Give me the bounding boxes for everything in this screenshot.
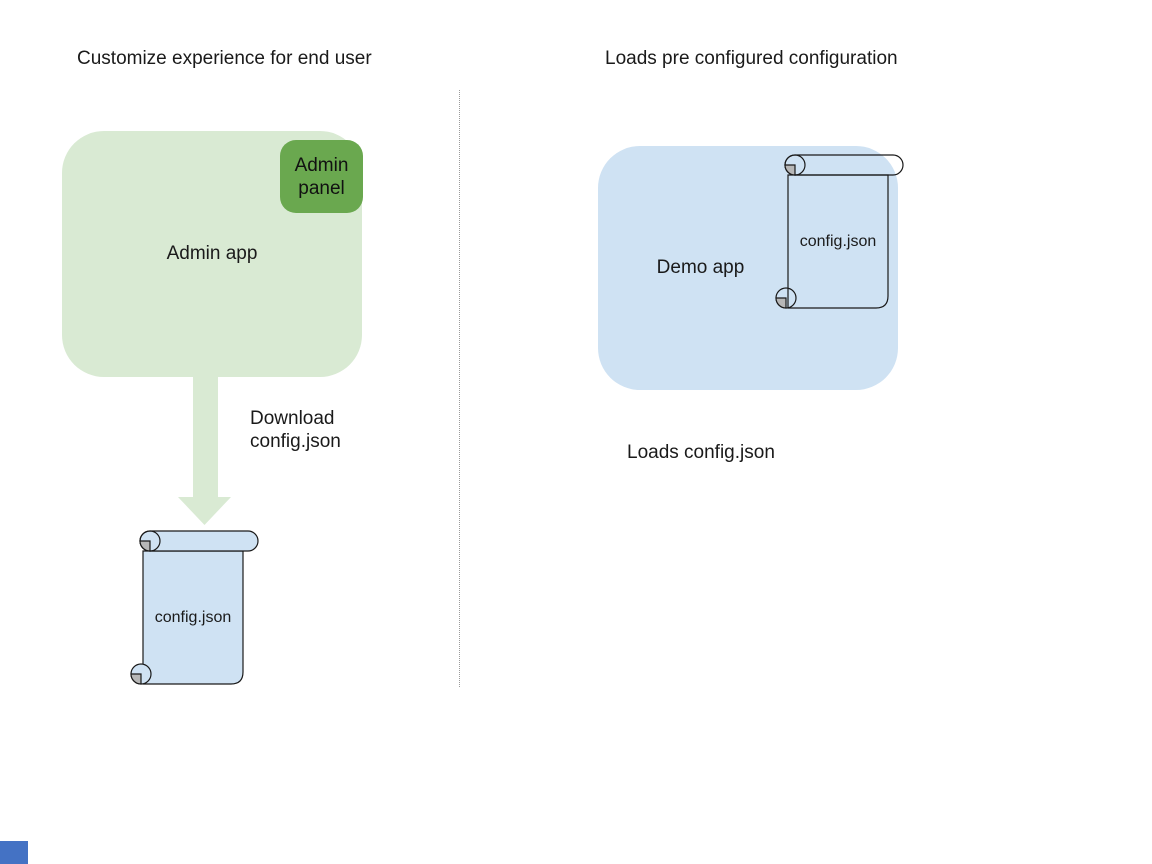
demo-app-box	[598, 146, 898, 390]
right-section-title: Loads pre configured configuration	[605, 48, 898, 69]
corner-blue-square	[0, 841, 28, 864]
left-section-title: Customize experience for end user	[77, 48, 372, 69]
admin-panel-label: Admin panel	[294, 154, 349, 199]
loads-config-caption: Loads config.json	[627, 442, 775, 463]
download-arrow-label: Download config.json	[250, 408, 341, 452]
admin-panel-box: Admin panel	[280, 140, 363, 213]
config-file-scroll-icon	[130, 530, 259, 685]
download-arrow-icon	[178, 374, 231, 525]
config-file-scroll-icon	[775, 154, 904, 309]
section-divider	[459, 90, 460, 687]
